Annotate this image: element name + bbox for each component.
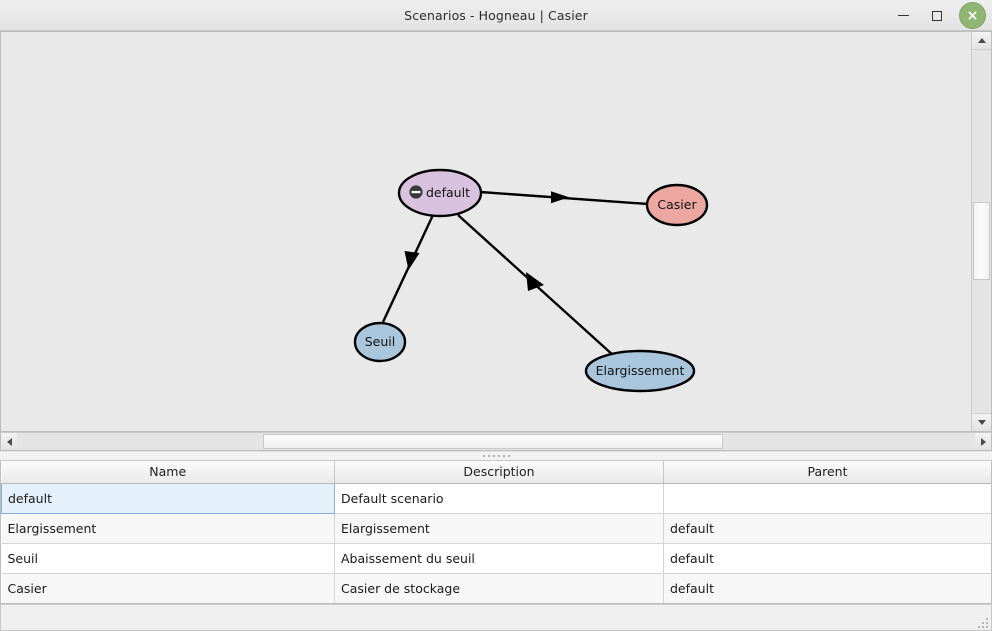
column-header-parent[interactable]: Parent [663, 461, 991, 484]
collapse-icon[interactable] [409, 185, 423, 199]
scroll-down-icon[interactable] [972, 413, 991, 431]
graph-node-casier[interactable]: Casier [645, 183, 709, 227]
column-header-name[interactable]: Name [1, 461, 335, 484]
maximize-icon[interactable] [925, 4, 949, 28]
cell-name[interactable]: Casier [1, 573, 335, 603]
graph-node-seuil[interactable]: Seuil [353, 321, 407, 363]
edge-default-elargissement [457, 214, 615, 357]
panel-splitter[interactable] [0, 451, 992, 461]
window-title: Scenarios - Hogneau | Casier [404, 7, 588, 23]
cell-name[interactable]: Elargissement [1, 513, 335, 544]
graph-node-default[interactable]: default [397, 168, 483, 218]
column-header-description[interactable]: Description [334, 461, 664, 484]
scenario-graph[interactable]: default Casier Seuil Elargissement [1, 32, 971, 431]
cell-parent[interactable]: default [663, 543, 991, 574]
table-row[interactable]: Elargissement Elargissement default [1, 513, 991, 544]
table-header: Name Description Parent [1, 461, 991, 484]
table-body: default Default scenario Elargissement E… [1, 482, 991, 603]
scenarios-table: Name Description Parent default Default … [1, 461, 991, 603]
splitter-grip-icon [482, 455, 510, 457]
graph-node-elargissement[interactable]: Elargissement [584, 349, 696, 393]
table-header-row: Name Description Parent [1, 461, 991, 484]
table-row[interactable]: Casier Casier de stockage default [1, 573, 991, 603]
table-row[interactable]: default Default scenario [1, 482, 991, 514]
cell-parent[interactable]: default [663, 513, 991, 544]
scroll-up-icon[interactable] [972, 32, 991, 50]
window-controls [891, 0, 986, 31]
minimize-icon[interactable] [891, 4, 915, 28]
vertical-scroll-thumb[interactable] [973, 202, 990, 280]
scroll-left-icon[interactable] [1, 433, 17, 450]
vertical-scroll-track[interactable] [972, 50, 991, 413]
status-bar [0, 604, 992, 631]
graph-vertical-scrollbar[interactable] [971, 31, 992, 432]
cell-parent[interactable] [663, 483, 991, 514]
graph-node-label: default [426, 185, 470, 200]
cell-description[interactable]: Casier de stockage [334, 573, 664, 603]
cell-description[interactable]: Abaissement du seuil [334, 543, 664, 574]
close-icon[interactable] [959, 2, 986, 29]
graph-area: default Casier Seuil Elargissement [0, 31, 992, 432]
edge-default-seuil [381, 214, 435, 323]
horizontal-scroll-thumb[interactable] [263, 434, 723, 449]
resize-grip-icon[interactable] [974, 614, 988, 628]
edge-default-casier [479, 190, 649, 206]
cell-description[interactable]: Elargissement [334, 513, 664, 544]
scroll-right-icon[interactable] [975, 433, 991, 450]
graph-node-label: Casier [657, 197, 697, 212]
graph-node-label: Seuil [365, 334, 396, 349]
title-bar: Scenarios - Hogneau | Casier [0, 0, 992, 31]
scenarios-table-container[interactable]: Name Description Parent default Default … [0, 461, 992, 604]
horizontal-scroll-track[interactable] [17, 433, 975, 450]
cell-description[interactable]: Default scenario [334, 483, 664, 514]
cell-name[interactable]: default [1, 482, 335, 514]
scenario-graph-canvas[interactable]: default Casier Seuil Elargissement [0, 31, 971, 432]
cell-parent[interactable]: default [663, 573, 991, 603]
table-row[interactable]: Seuil Abaissement du seuil default [1, 543, 991, 574]
graph-horizontal-scrollbar[interactable] [0, 432, 992, 451]
graph-node-label: Elargissement [596, 363, 685, 378]
cell-name[interactable]: Seuil [1, 543, 335, 574]
